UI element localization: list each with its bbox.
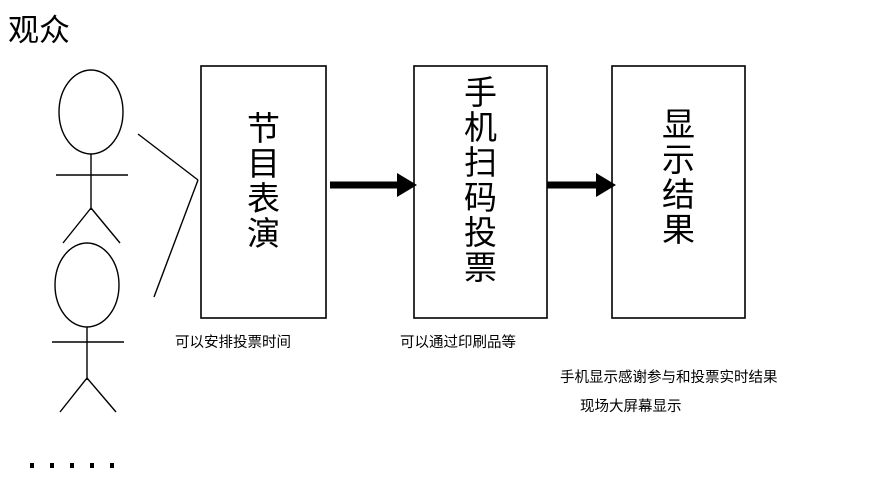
- actor-figure-2: [52, 242, 124, 413]
- actor-2-leg-right: [86, 377, 117, 413]
- process-box-performance[interactable]: [200, 65, 327, 319]
- caption-mobile-scan-vote: 可以通过印刷品等: [400, 335, 516, 351]
- continuation-dot-5: [110, 463, 114, 468]
- process-box-show-results-label: 显 示 结 果: [662, 105, 695, 249]
- connector-lower-segment: [153, 179, 199, 298]
- arrow-2-head: [596, 173, 616, 197]
- process-box-show-results[interactable]: [611, 65, 746, 319]
- process-box-mobile-scan-vote-label: 手 机 扫 码 投 票: [464, 73, 497, 287]
- actor-2-head: [54, 242, 120, 328]
- actor-1-leg-left: [62, 207, 92, 244]
- result-note-2: 现场大屏幕显示: [580, 399, 682, 415]
- process-box-mobile-scan-vote[interactable]: [413, 65, 548, 319]
- continuation-dot-1: [30, 463, 34, 468]
- actor-figure-1: [56, 69, 128, 244]
- process-box-performance-label: 节 目 表 演: [247, 109, 280, 253]
- arrow-vote-to-results: [547, 173, 616, 197]
- actor-to-performance-connector: [137, 133, 199, 298]
- actor-1-leg-right: [90, 207, 121, 244]
- arrow-performance-to-vote: [330, 173, 417, 197]
- result-note-1: 手机显示感谢参与和投票实时结果: [560, 370, 778, 386]
- page-title: 观众: [8, 13, 70, 49]
- continuation-dot-2: [50, 463, 54, 468]
- continuation-dot-4: [90, 463, 94, 468]
- continuation-dot-3: [70, 463, 74, 468]
- caption-performance: 可以安排投票时间: [175, 335, 291, 351]
- connector-upper-segment: [137, 133, 199, 181]
- actor-2-leg-left: [59, 377, 88, 413]
- actor-1-head: [58, 69, 124, 155]
- arrow-1-head: [397, 173, 417, 197]
